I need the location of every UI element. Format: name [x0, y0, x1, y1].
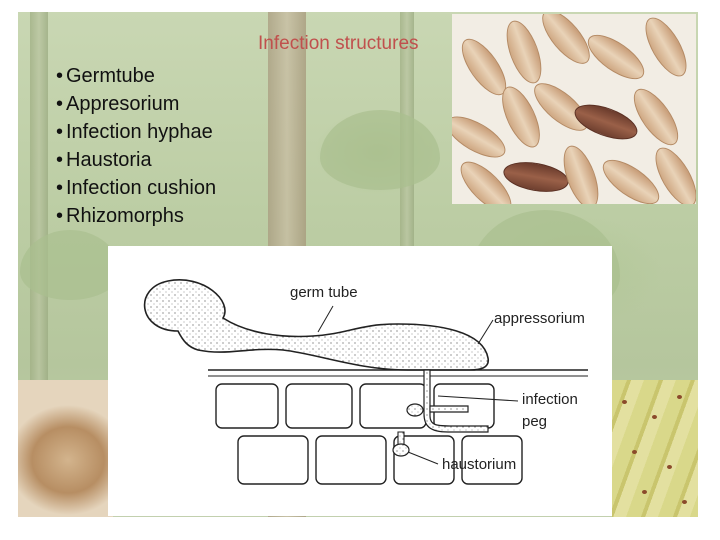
bullet-item: •Haustoria — [56, 149, 152, 171]
germ-tube-pointer — [317, 305, 334, 333]
appressorium-pointer — [477, 319, 494, 345]
label-infection: infection — [522, 391, 578, 408]
mesophyll-cell — [237, 435, 309, 485]
seed-photo — [452, 14, 696, 204]
bullet-item: •Germtube — [56, 65, 155, 87]
bullet-item: •Rhizomorphs — [56, 205, 184, 227]
label-appressorium: appressorium — [494, 310, 585, 327]
label-germ-tube: germ tube — [290, 284, 358, 301]
leaf — [20, 230, 120, 300]
leaf — [320, 110, 440, 190]
spore-germtube-appressorium-shape — [143, 279, 490, 371]
tuber-photo — [18, 380, 113, 517]
diagram-drawing — [143, 279, 588, 485]
haustorium-pointer — [407, 451, 439, 465]
infection-hypha — [423, 369, 489, 433]
epidermal-cell — [285, 383, 353, 429]
label-haustorium: haustorium — [442, 456, 517, 473]
bullet-item: •Infection hyphae — [56, 121, 213, 143]
bullet-list: •Germtube •Appresorium •Infection hyphae… — [56, 62, 216, 230]
label-peg: peg — [522, 413, 548, 430]
infection-peg-pointer — [437, 395, 519, 402]
bullet-item: •Infection cushion — [56, 177, 217, 199]
infection-diagram: germ tube appressorium infection peg hau… — [108, 246, 612, 516]
leaf-spot-photo — [612, 380, 698, 517]
plant-stem — [30, 12, 48, 412]
bullet-item: •Appresorium — [56, 93, 180, 115]
mesophyll-cell — [315, 435, 387, 485]
infection-hypha-branch — [429, 405, 469, 413]
haustorium-shape — [392, 443, 410, 457]
haustorium-shape — [406, 403, 424, 417]
mesophyll-cell — [461, 435, 523, 485]
slide-title: Infection structures — [258, 33, 419, 54]
epidermal-cell — [215, 383, 279, 429]
